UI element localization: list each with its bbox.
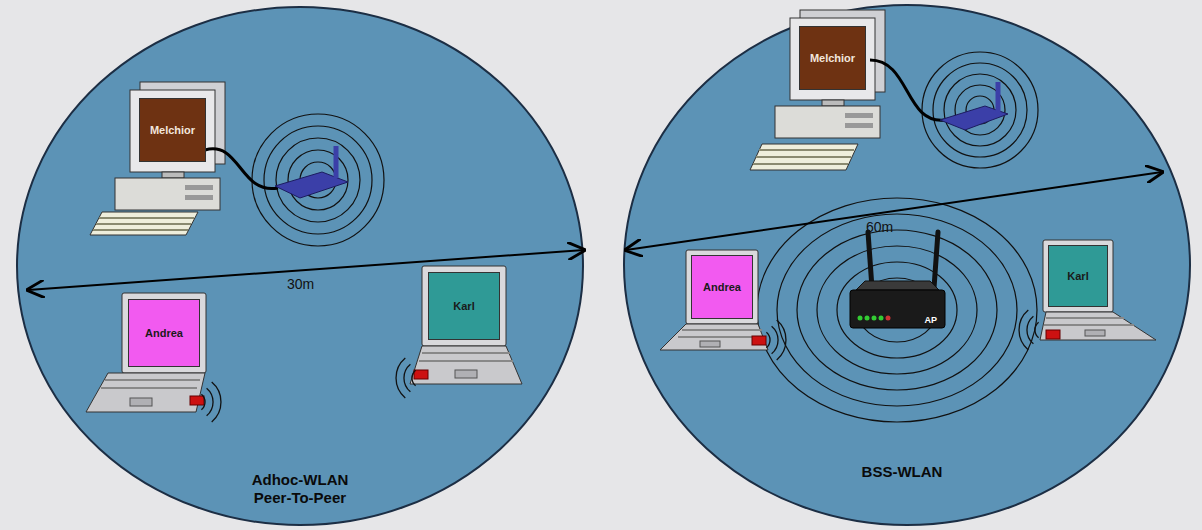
laptop-lid (686, 250, 758, 324)
zone-ellipse (17, 7, 583, 525)
keyboard (90, 212, 198, 235)
wlan-card (414, 370, 428, 379)
network-title: BSS-WLAN (837, 463, 967, 481)
user-name: Melchior (150, 124, 195, 136)
monitor-frame (130, 90, 215, 172)
device-screen: Karl (428, 272, 500, 340)
ap-top (856, 281, 939, 290)
drive-slot (845, 123, 873, 128)
keyboard-keys (753, 150, 854, 164)
device-screen: Melchior (799, 26, 866, 90)
dimension-label: 60m (866, 219, 893, 235)
computer-case (115, 178, 220, 210)
device-screen: Karl (1048, 245, 1108, 307)
monitor-neck (822, 100, 844, 106)
status-led (879, 316, 884, 321)
monitor-neck (162, 172, 184, 178)
status-led (886, 316, 891, 321)
wlan-card (190, 396, 204, 405)
wlan-card (752, 336, 766, 345)
keyboard (750, 144, 858, 170)
status-led (865, 316, 870, 321)
touchpad (455, 370, 477, 378)
drive-slot (185, 195, 213, 200)
device-screen: Andrea (128, 299, 200, 367)
network-title: Adhoc-WLAN Peer-To-Peer (240, 471, 360, 507)
touchpad (700, 341, 720, 347)
keyboard-keys (93, 218, 194, 230)
laptop-lid (122, 293, 206, 373)
device-screen: Melchior (139, 98, 206, 162)
user-name: Melchior (810, 52, 855, 64)
access-point-box: AP (850, 290, 945, 328)
drive-slot (185, 185, 213, 190)
adapter-antenna (996, 82, 1001, 112)
wlan-card (1046, 330, 1060, 339)
touchpad (1085, 330, 1105, 336)
laptop-keys (419, 353, 513, 361)
touchpad (130, 398, 152, 406)
device-label: AP (924, 315, 937, 325)
dimension-label: 30m (287, 276, 314, 292)
laptop-keys (101, 380, 200, 388)
laptop-base (410, 346, 522, 384)
zone-ellipse (624, 5, 1190, 525)
drive-slot (845, 113, 873, 118)
user-name: Andrea (703, 281, 741, 293)
ap-body (850, 290, 945, 328)
monitor-frame (790, 18, 875, 100)
user-name: Andrea (145, 327, 183, 339)
network-zone: BSS-WLAN MelchiorAndreaAP Karl (622, 3, 1192, 527)
user-name: Karl (453, 300, 474, 312)
status-led (858, 316, 863, 321)
user-name: Karl (1067, 270, 1088, 282)
laptop-lid (422, 266, 506, 346)
laptop-lid (1043, 240, 1113, 312)
status-led (872, 316, 877, 321)
device-screen: Andrea (691, 255, 753, 319)
laptop-keys (678, 330, 764, 337)
adapter-antenna (334, 146, 339, 178)
computer-case (775, 106, 880, 138)
laptop-keys (1044, 318, 1134, 325)
